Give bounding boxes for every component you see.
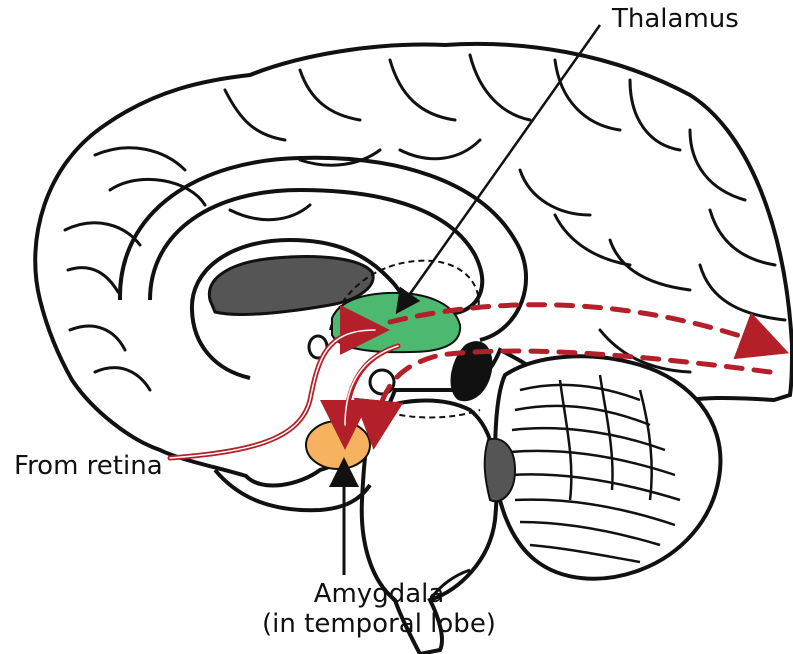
amygdala-label: Amygdala (in temporal lobe) xyxy=(260,580,498,640)
mammillary-body xyxy=(370,370,394,394)
amygdala xyxy=(306,421,370,469)
amygdala-label-line1: Amygdala xyxy=(260,580,498,610)
fourth-ventricle xyxy=(485,439,515,502)
amygdala-label-line2: (in temporal lobe) xyxy=(260,610,498,640)
from-retina-label: From retina xyxy=(14,452,163,482)
thalamus-label: Thalamus xyxy=(612,5,739,35)
